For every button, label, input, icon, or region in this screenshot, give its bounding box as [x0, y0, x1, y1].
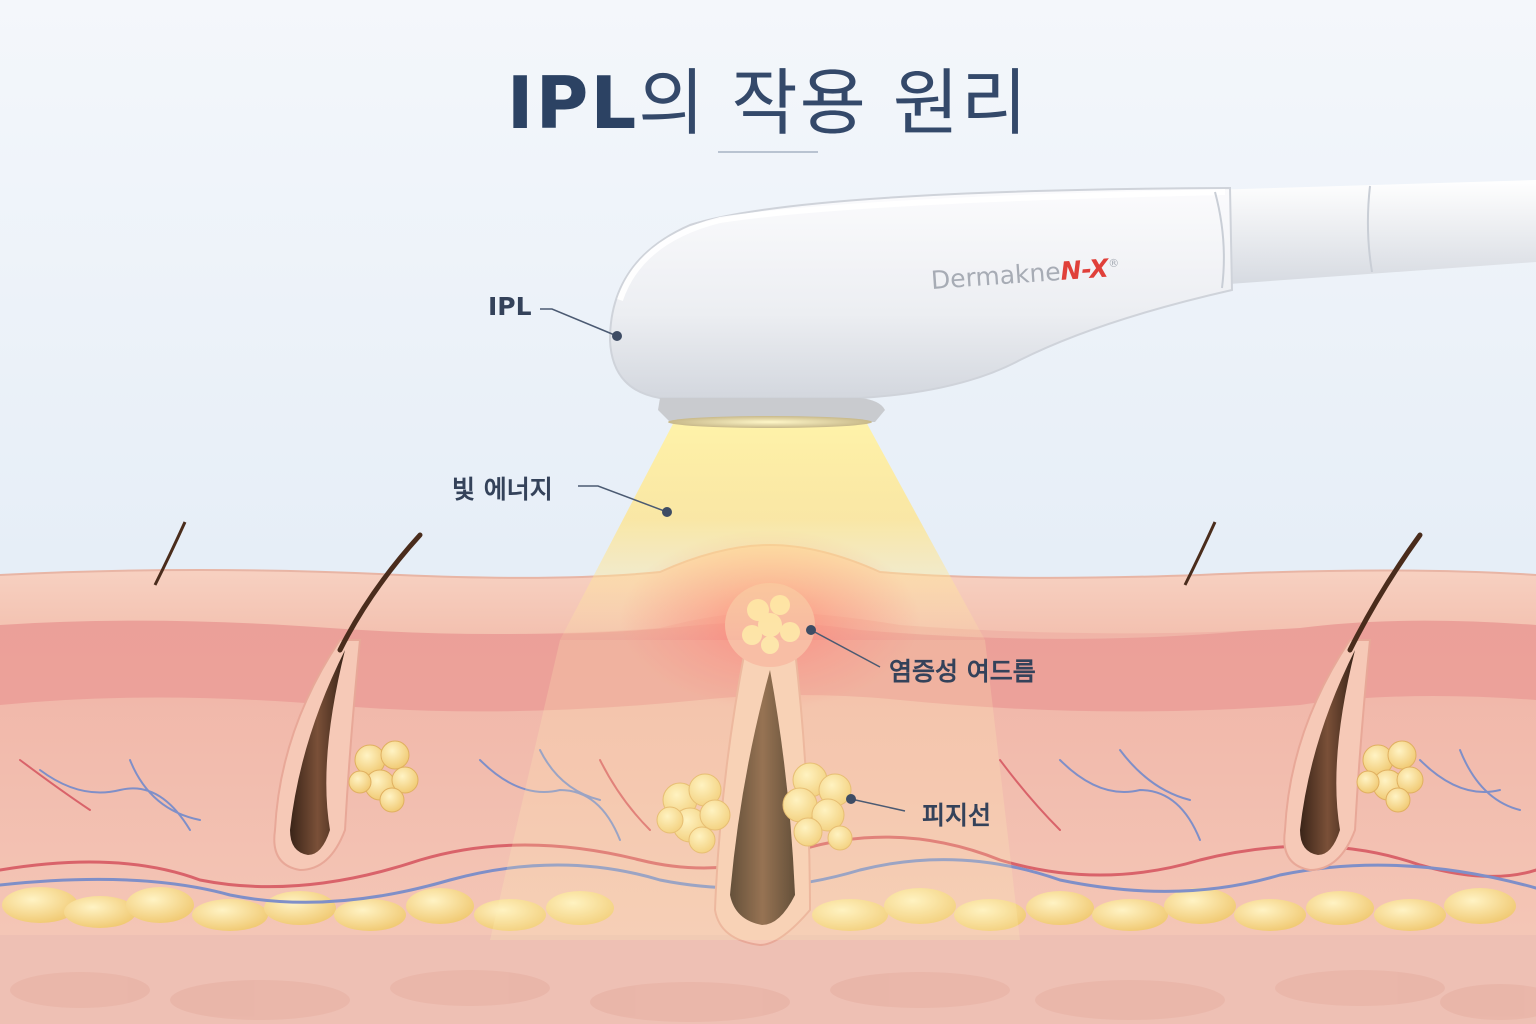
- brand-mark: N-X: [1059, 253, 1110, 286]
- label-inflammatory-acne: 염증성 여드름: [889, 657, 1036, 686]
- hair-follicle-right: [1283, 532, 1424, 872]
- subcutaneous-texture: [10, 970, 1536, 1022]
- title-rest: 의 작용 원리: [638, 61, 1030, 145]
- ipl-handpiece: [608, 186, 1234, 428]
- title-divider: [718, 151, 818, 153]
- label-sebaceous-gland: 피지선: [922, 801, 992, 830]
- title-bold: IPL: [506, 61, 639, 145]
- leader-line-dot: [612, 331, 856, 804]
- label-ipl: IPL: [488, 292, 532, 321]
- small-hair-left: [153, 521, 187, 586]
- brand-registered: ®: [1107, 256, 1120, 271]
- cable: [1210, 180, 1536, 285]
- light-beam: [560, 420, 985, 640]
- hair-follicle-left: [273, 532, 423, 872]
- fat-layer: [2, 887, 1516, 931]
- label-light-energy: 빛 에너지: [452, 475, 553, 504]
- leader-lines: [540, 308, 906, 812]
- page-title: IPL의 작용 원리: [0, 44, 1536, 149]
- sebaceous-gland-shape: [656, 762, 853, 854]
- small-hair-right: [1183, 521, 1217, 586]
